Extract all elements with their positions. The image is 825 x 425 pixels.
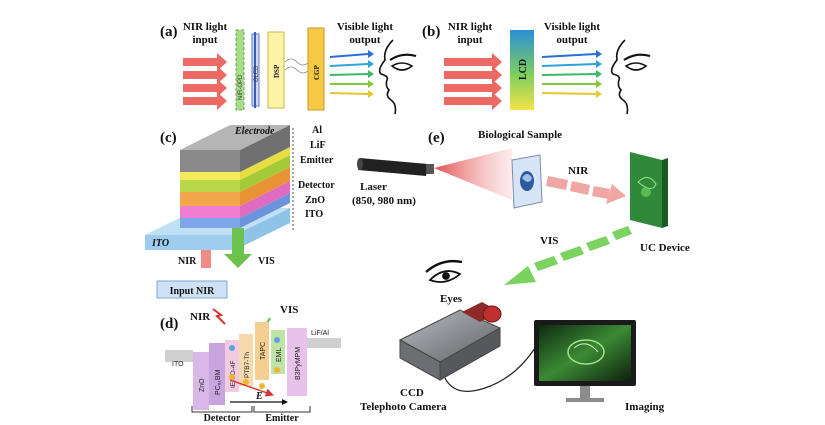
layer-detector-label: Detector (298, 180, 335, 191)
panel-b-tag: (b) (422, 24, 440, 40)
panel-b-nir-arrows (444, 53, 502, 110)
monitor-icon (534, 320, 636, 402)
panel-a-visible-arrows (329, 50, 374, 98)
panel-d: (d) NIR VIS ITO ZnO PC₆₁BM IEICO-4F PTB7… (160, 304, 341, 424)
panel-a-input-label-1: NIR light (183, 21, 228, 33)
panel-c: (c) ITO Electrode (145, 125, 335, 299)
eye-icon (425, 259, 463, 283)
lcd-label: LCD (518, 59, 529, 80)
imaging-label: Imaging (625, 401, 665, 413)
level-eml-label: EML (276, 348, 283, 363)
panel-c-nir-label: NIR (178, 256, 197, 267)
lif-al-level (307, 338, 341, 348)
pcbm-level (209, 343, 225, 405)
layer-zno-label: ZnO (305, 195, 325, 206)
panel-d-nir-label: NIR (190, 311, 211, 323)
laser-icon (357, 158, 434, 176)
panel-b-output-label-1: Visible light (544, 21, 600, 33)
field-label: E (255, 391, 263, 402)
cgp-layer (307, 27, 325, 111)
detector-bracket-label: Detector (204, 413, 241, 424)
panel-e-nir-label: NIR (568, 165, 589, 177)
charge-carriers (229, 337, 280, 389)
device-stack (180, 125, 290, 228)
level-b3pympm-label: B3PyMPM (295, 347, 302, 380)
ccd-camera-icon (398, 302, 502, 381)
level-ieico-label: IEICO-4F (230, 361, 237, 388)
nir-input-beam (201, 250, 211, 268)
panel-b-input-label-2: input (457, 34, 482, 46)
level-pcbm-label: PC₆₁BM (215, 369, 222, 395)
panel-a-output-label-1: Visible light (337, 21, 393, 33)
panel-b-output-label-2: output (556, 34, 588, 46)
biological-sample-icon (511, 154, 543, 209)
camera-label-2: Telephoto Camera (360, 401, 447, 413)
layer-emitter-label: Emitter (300, 155, 334, 166)
electrode-label: Electrode (234, 126, 275, 137)
panel-b-face-icon (610, 39, 651, 115)
panel-c-tag: (c) (160, 130, 177, 146)
nir-opd-layer (235, 29, 245, 111)
layer-ito-label: ITO (305, 209, 323, 220)
panel-d-tag: (d) (160, 316, 178, 332)
panel-c-vis-label: VIS (258, 256, 275, 267)
input-nir-box (156, 280, 228, 299)
panel-a-face-icon (378, 39, 417, 115)
sample-label: Biological Sample (478, 129, 562, 141)
ieico-level (225, 340, 239, 392)
laser-label-1: Laser (360, 181, 387, 193)
substrate-ito-label: ITO (151, 238, 169, 249)
panel-e-vis-label: VIS (540, 235, 558, 247)
tapc-level (255, 322, 269, 380)
dsp-label: DSP (273, 64, 281, 78)
oled-label: OLED (254, 65, 260, 82)
b3pympm-level (287, 328, 307, 396)
panel-a-input-label-2: input (192, 34, 217, 46)
panel-e-tag: (e) (428, 130, 445, 146)
uc-device-icon (630, 152, 668, 228)
camera-label-1: CCD (400, 387, 424, 399)
uc-device-label: UC Device (640, 242, 690, 254)
panel-a: (a) NIR light input NIR-OPD OLED DSP CGP… (160, 21, 417, 115)
laser-beam (434, 148, 512, 200)
eyes-label: Eyes (440, 293, 463, 305)
vis-output-arrow (224, 228, 252, 268)
layer-al-label: Al (312, 125, 322, 136)
nir-dashed-arrow (546, 176, 626, 204)
nir-lightning-icon (212, 308, 226, 325)
panel-a-nir-arrows (183, 53, 227, 110)
nir-opd-label: NIR-OPD (238, 74, 244, 100)
panel-b: (b) NIR light input LCD Visible light ou… (422, 21, 651, 115)
level-ptb7-label: PTB7-Th (244, 352, 251, 378)
emitter-bracket-label: Emitter (265, 413, 299, 424)
panel-e: (e) Biological Sample Laser (850, 980 nm… (352, 129, 690, 413)
dsp-layer (267, 31, 285, 109)
level-ito-label: ITO (172, 361, 184, 368)
level-lif-al-label: LiF/Al (311, 330, 329, 337)
panel-b-input-label-1: NIR light (448, 21, 493, 33)
input-nir-label: Input NIR (170, 286, 216, 297)
layer-lif-label: LiF (310, 140, 326, 151)
ito-level (165, 350, 193, 362)
level-tapc-label: TAPC (260, 342, 267, 360)
panel-b-visible-arrows (541, 50, 602, 98)
panel-d-vis-label: VIS (280, 304, 298, 316)
panel-a-output-label-2: output (349, 34, 381, 46)
zno-level (193, 352, 209, 410)
cgp-label: CGP (313, 65, 321, 81)
ptb7-level (239, 334, 253, 386)
vis-dashed-arrow (504, 226, 632, 285)
lcd-device (510, 30, 534, 110)
level-zno-label: ZnO (199, 378, 206, 392)
panel-a-tag: (a) (160, 24, 178, 40)
laser-label-2: (850, 980 nm) (352, 195, 416, 207)
